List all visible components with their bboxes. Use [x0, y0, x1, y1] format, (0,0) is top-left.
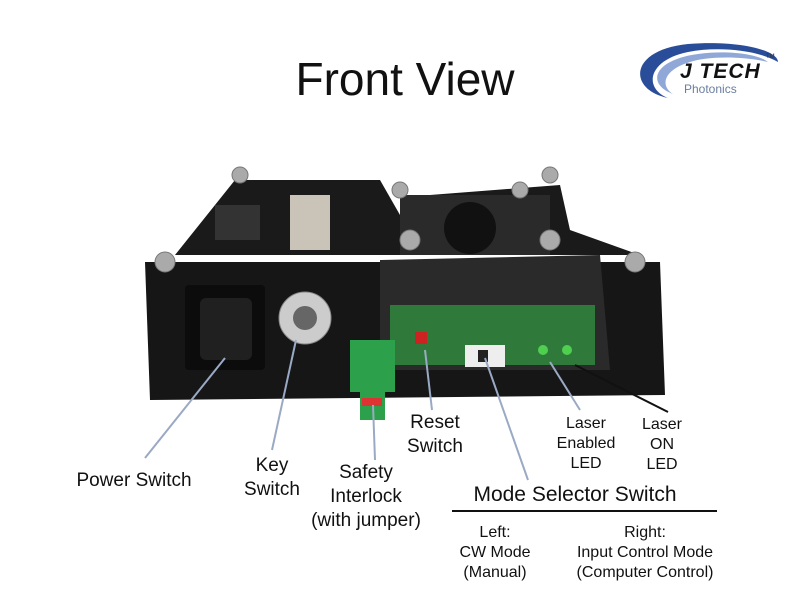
- mode-right-label: Right: Input Control Mode (Computer Cont…: [577, 523, 714, 583]
- label-line: (Computer Control): [576, 564, 714, 581]
- label-line: Enabled: [556, 435, 616, 452]
- label-line: Key: [255, 455, 289, 476]
- mode-left-label: Left: CW Mode (Manual): [459, 523, 530, 583]
- laser-enabled-led-label: Laser Enabled LED: [557, 414, 616, 474]
- label-line: ON: [650, 436, 674, 453]
- label-line: CW Mode: [459, 544, 531, 561]
- safety-interlock: [350, 340, 395, 392]
- logo-text: J TECH: [680, 60, 761, 83]
- label-line: (with jumper): [311, 510, 421, 531]
- logo-tm: TM: [766, 54, 775, 60]
- label-line: (Manual): [463, 564, 527, 581]
- reset-switch-label: Reset Switch: [407, 411, 463, 459]
- page-title: Front View: [295, 53, 515, 105]
- logo-swoosh-icon: [640, 43, 778, 98]
- label-line: Switch: [407, 436, 463, 457]
- mode-selector-label: Mode Selector Switch: [473, 483, 677, 506]
- label-line: Input Control Mode: [576, 544, 714, 561]
- label-line: Laser: [641, 416, 683, 433]
- label-line: Reset: [410, 412, 460, 433]
- leader-lines: [144, 339, 581, 481]
- label-line: Right:: [624, 524, 666, 541]
- power-switch-label: Power Switch: [76, 470, 192, 491]
- laser-on-led-label: Laser ON LED: [642, 415, 682, 475]
- label-line: Left:: [479, 524, 511, 541]
- label-line: Safety: [339, 462, 393, 483]
- safety-interlock-label: Safety Interlock (with jumper): [311, 461, 421, 533]
- jtech-logo: J TECH TM Photonics: [628, 40, 788, 102]
- label-line: Laser: [565, 415, 607, 432]
- label-line: Interlock: [330, 486, 402, 507]
- logo-subtext: Photonics: [684, 82, 737, 96]
- label-line: LED: [570, 455, 602, 472]
- label-line: LED: [646, 456, 678, 473]
- power-switch: [200, 298, 252, 360]
- key-switch-label: Key Switch: [244, 454, 300, 502]
- label-line: Switch: [244, 479, 300, 500]
